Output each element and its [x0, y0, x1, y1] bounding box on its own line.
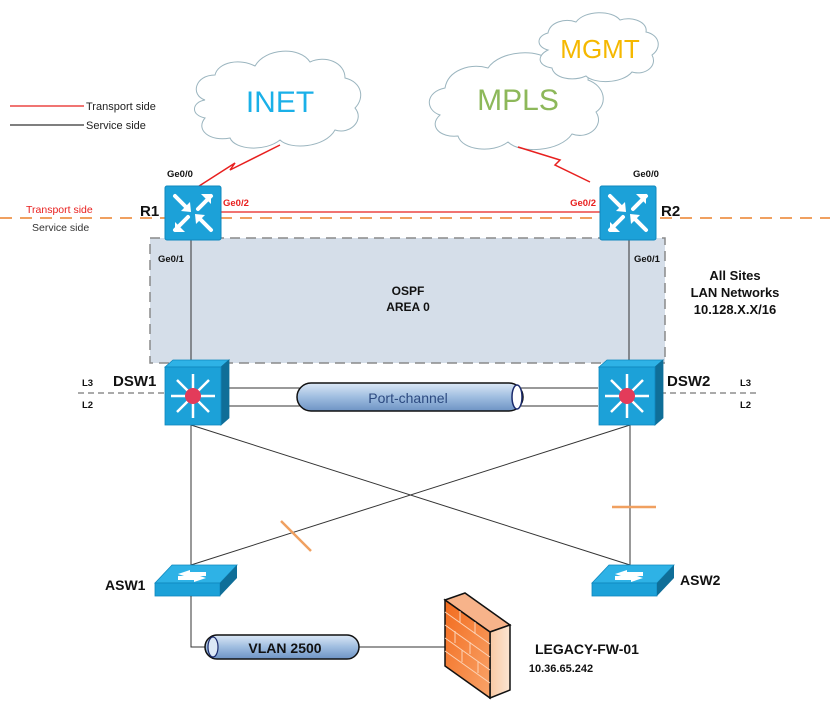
vlan-pipe [204, 634, 360, 660]
port-channel: Port-channel [296, 382, 524, 412]
router-r2[interactable] [599, 185, 657, 241]
router-r2-arrowheads [610, 194, 646, 232]
dsw2-side[interactable] [654, 359, 664, 426]
router-r2-body[interactable] [599, 185, 657, 241]
router-r1-arrowheads [175, 194, 211, 232]
cloud-inet-shape [194, 50, 362, 149]
r1-ge02-label: Ge0/2 [223, 198, 249, 209]
dsw1-l2-label: L2 [82, 400, 93, 411]
firewall-brick-icon [444, 611, 491, 684]
ospf-area-label: AREA 0 [386, 300, 430, 314]
lan-networks-line2: LAN Networks [691, 285, 780, 300]
switch-dsw1-label: DSW1 [113, 373, 156, 390]
switch-dsw1[interactable] [163, 359, 231, 426]
cloud-mgmt-shape [538, 12, 659, 82]
asw1-arrows-icon [178, 570, 206, 582]
legend-transport-label: Transport side [86, 101, 156, 113]
dsw1-l3-label: L3 [82, 378, 93, 389]
ospf-area-box [149, 237, 666, 364]
router-r1[interactable] [164, 185, 222, 241]
asw2-arrows-icon [615, 570, 643, 582]
asw2-side[interactable] [657, 565, 674, 596]
ospf-label: OSPF [392, 284, 425, 298]
router-r1-ge00-label: Ge0/0 [167, 169, 193, 180]
dsw1-core-dot [185, 388, 201, 404]
cloud-mgmt: MGMT [538, 12, 659, 82]
cloud-inet: INET [194, 50, 362, 149]
cloud-mgmt-label: MGMT [560, 34, 640, 64]
boundary-transport-label: Transport side [26, 204, 93, 216]
router-r2-label: R2 [661, 203, 680, 220]
cloud-mpls-label: MPLS [477, 84, 559, 117]
boundary-service-label: Service side [32, 222, 89, 234]
r2-ge01-label: Ge0/1 [634, 254, 661, 265]
switch-asw1[interactable] [154, 564, 238, 597]
dsw2-top[interactable] [597, 359, 665, 368]
vlan-label: VLAN 2500 [248, 640, 321, 656]
vlan-link: VLAN 2500 [204, 634, 360, 660]
switch-dsw2-label: DSW2 [667, 373, 710, 390]
asw1-firewall-link [190, 596, 445, 648]
router-r1-body[interactable] [164, 185, 222, 241]
asw2-front[interactable] [591, 582, 658, 597]
lan-networks-line1: All Sites [709, 268, 760, 283]
lan-networks-line3: 10.128.X.X/16 [694, 302, 776, 317]
dsw1-side[interactable] [220, 359, 230, 426]
switch-asw2-label: ASW2 [680, 572, 721, 588]
firewall-side[interactable] [489, 623, 511, 700]
vlan-pipe-end [207, 636, 219, 658]
dsw2-l2-label: L2 [740, 400, 751, 411]
firewall-legacy-fw-01[interactable] [443, 592, 512, 700]
dsw1-top[interactable] [163, 359, 231, 368]
r2-mpls-link [517, 146, 591, 183]
router-r2-ge00-label: Ge0/0 [633, 169, 659, 180]
dsw2-core-dot [619, 388, 635, 404]
switch-asw1-label: ASW1 [105, 577, 146, 593]
r2-ge02-label: Ge0/2 [570, 198, 596, 209]
asw1-side[interactable] [220, 565, 237, 596]
r1-ge01-label: Ge0/1 [158, 254, 185, 265]
switch-dsw2[interactable] [597, 359, 665, 426]
r1-inet-link [195, 144, 281, 189]
asw1-front[interactable] [154, 582, 221, 597]
port-channel-pipe [296, 382, 524, 412]
firewall-front[interactable] [444, 598, 491, 700]
router-r1-label: R1 [140, 203, 159, 220]
port-channel-end [511, 384, 523, 410]
dsw2-l3-label: L3 [740, 378, 751, 389]
dsw2-asw1-link [190, 424, 631, 566]
legend: Transport side Service side [10, 101, 156, 132]
firewall-name: LEGACY-FW-01 [535, 641, 639, 657]
cloud-inet-label: INET [246, 86, 314, 119]
legend-service-label: Service side [86, 120, 146, 132]
switch-asw2[interactable] [591, 564, 675, 597]
blocked-port-asw1-uplink [280, 520, 312, 552]
port-channel-label: Port-channel [368, 390, 447, 406]
firewall-ip: 10.36.65.242 [529, 663, 593, 675]
